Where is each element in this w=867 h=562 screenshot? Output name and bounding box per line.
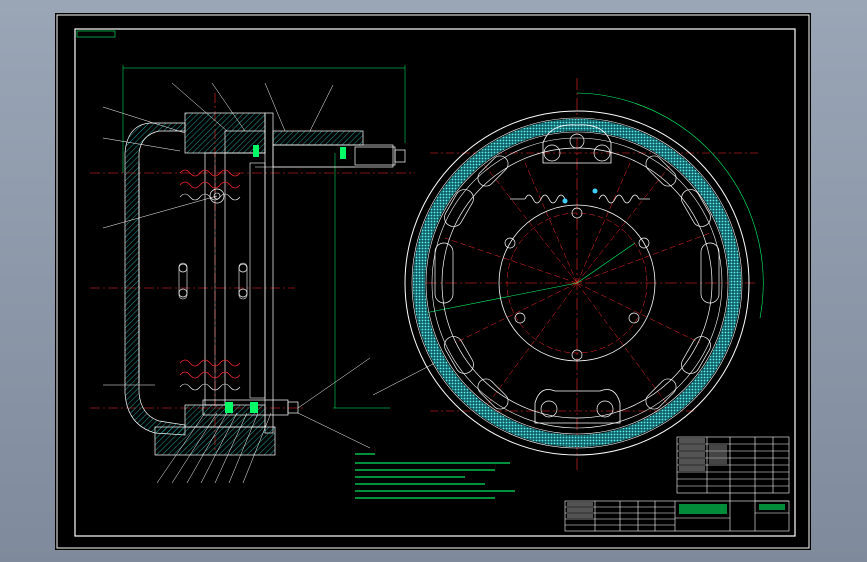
title-block [564, 436, 790, 532]
inner-frame [74, 28, 796, 537]
outer-frame [56, 14, 810, 549]
technical-notes [355, 453, 515, 499]
cad-drawing [56, 14, 810, 549]
title-block-fills [567, 438, 785, 518]
section-view [90, 65, 436, 484]
front-view [404, 78, 764, 473]
corner-tag [76, 30, 116, 38]
drawing-sheet [55, 13, 811, 550]
